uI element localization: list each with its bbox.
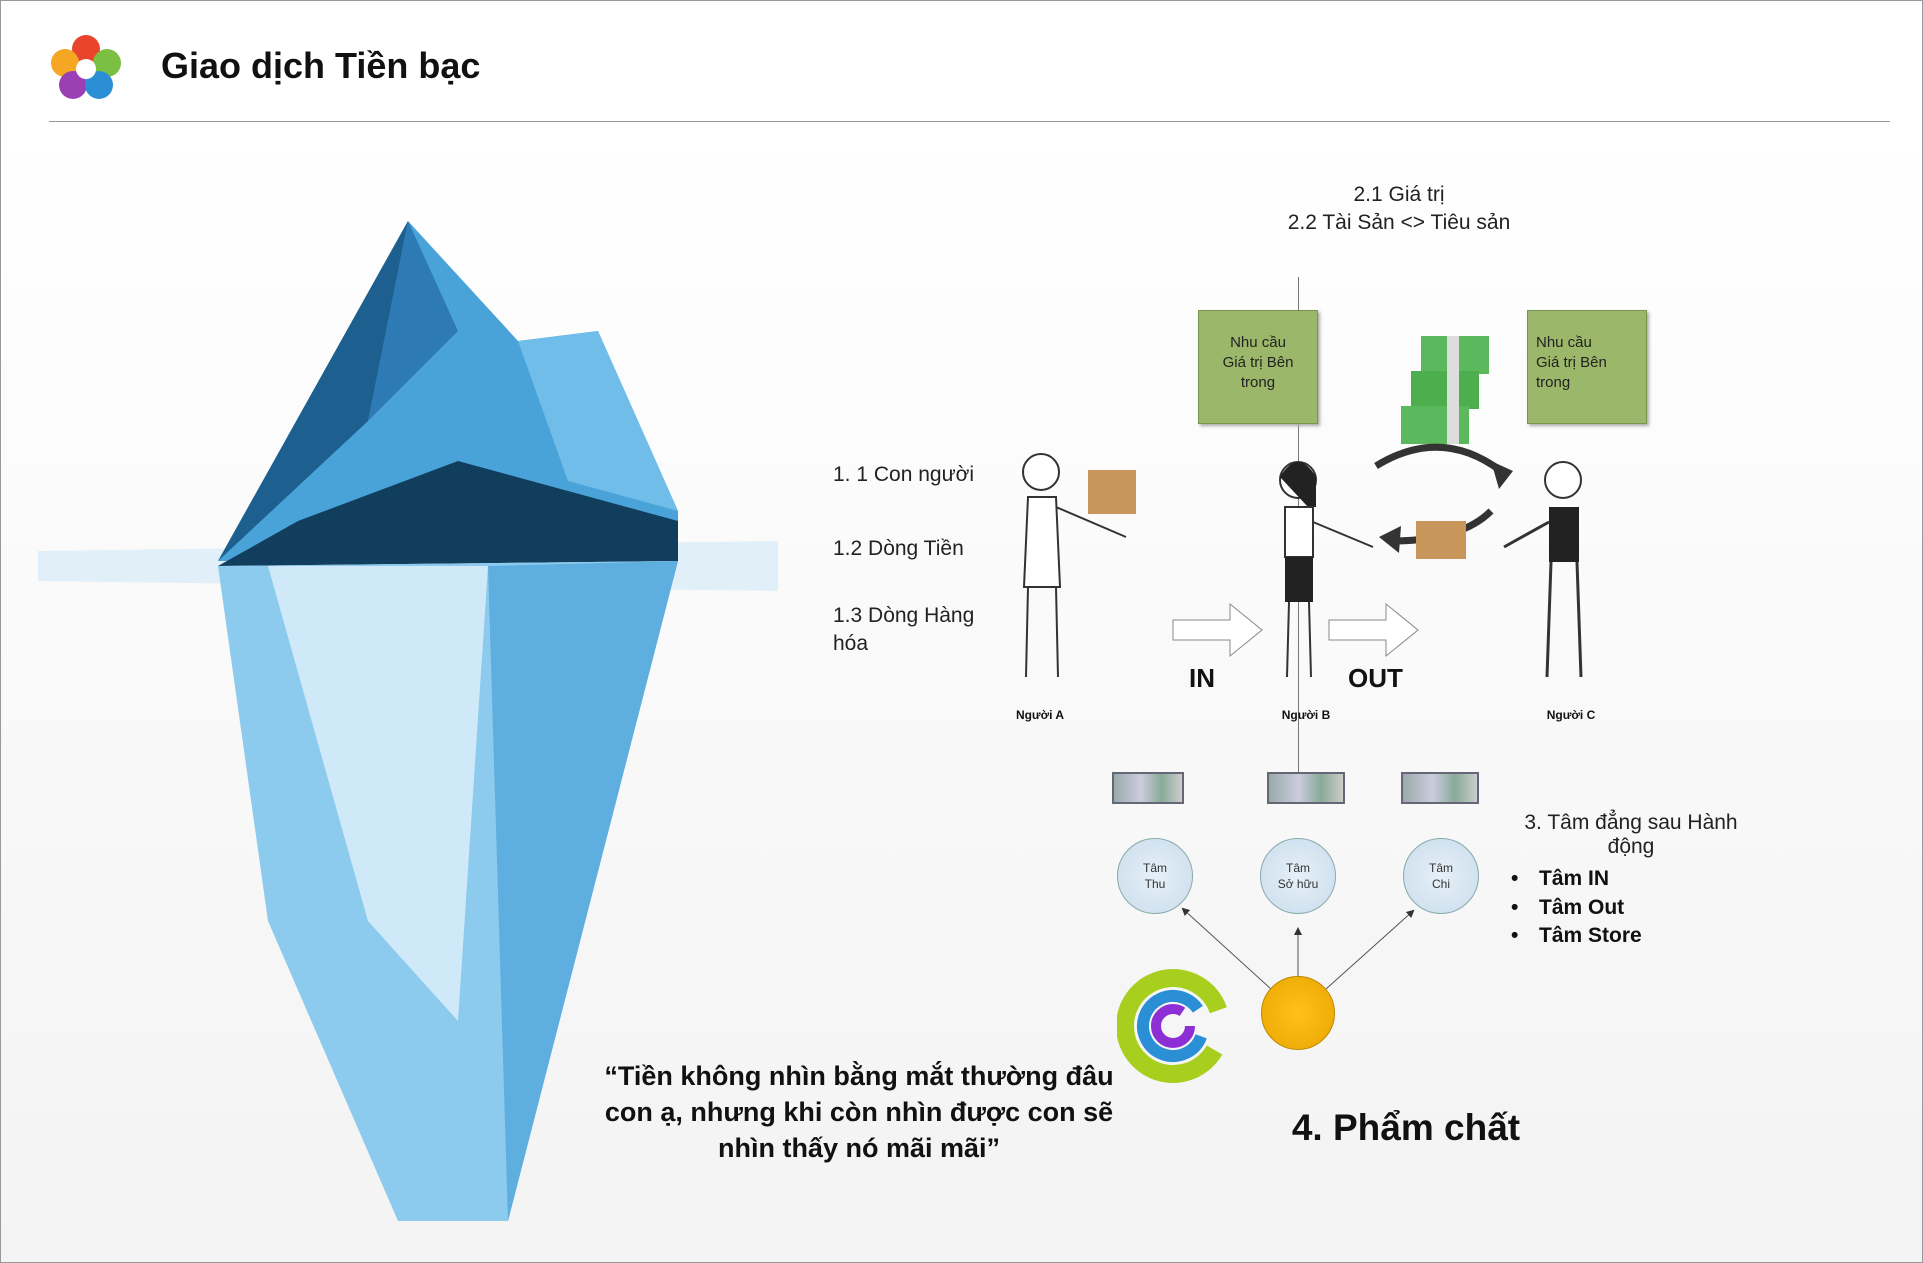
page-title: Giao dịch Tiền bạc [161,45,481,86]
mind-connectors [1181,907,1415,990]
core-circle [1261,976,1335,1050]
c-logo-icon [1117,969,1229,1083]
level-goods-flow: 1.3 Dòng Hàng hóa [833,604,975,655]
person-b-label: Người B [1281,708,1331,722]
person-b [1279,461,1374,678]
person-a-label: Người A [1015,708,1065,722]
bullet-tam-in: Tâm IN [1511,867,1609,891]
person-a [1022,453,1136,678]
header-divider [49,121,1890,122]
arrow-in-icon [1172,602,1263,658]
person-c [1503,461,1583,678]
bullet-tam-store: Tâm Store [1511,924,1642,948]
dollar-bill-icon [1267,772,1345,804]
level-people: 1. 1 Con người [833,463,975,486]
dollar-bill-icon [1112,772,1184,804]
arrow-out-icon [1328,602,1419,658]
asset-liability-title: 2.2 Tài Sản <> Tiêu sản [1287,211,1511,234]
value-title: 2.1 Giá trị [1353,183,1445,206]
out-label: OUT [1348,663,1403,693]
level-money-flow: 1.2 Dòng Tiền [833,537,964,560]
flower-logo-icon [51,35,121,99]
section4-title: 4. Phẩm chất [1291,1107,1521,1148]
dollar-bill-icon [1401,772,1479,804]
money-exchange-icon [1374,336,1513,559]
bullet-tam-out: Tâm Out [1511,896,1624,920]
in-label: IN [1189,663,1215,693]
iceberg-illustration [38,221,778,1221]
person-c-label: Người C [1546,708,1596,722]
